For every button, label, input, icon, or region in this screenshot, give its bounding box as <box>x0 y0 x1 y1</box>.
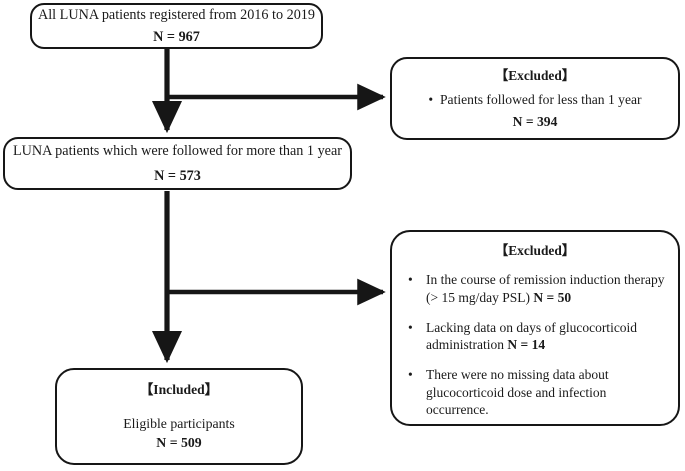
node-excluded-less-than-1-year: 【Excluded】 • Patients followed for less … <box>390 57 680 140</box>
included-text: Eligible participants <box>123 415 235 431</box>
bullet-icon: • <box>408 272 413 288</box>
list-item: • Lacking data on days of glucocorticoid… <box>404 319 666 354</box>
list-item: • There were no missing data about gluco… <box>404 366 666 418</box>
excluded-2-bullet-0-line1: In the course of remission induction the… <box>426 272 665 288</box>
bullet-icon: • <box>408 319 413 335</box>
bullet-icon: • <box>408 367 413 383</box>
excluded-1-bullet-text: Patients followed for less than 1 year <box>439 92 642 108</box>
included-count: N = 509 <box>156 434 202 450</box>
excluded-1-bullet: • Patients followed for less than 1 year <box>392 91 678 109</box>
followed-cohort-text: LUNA patients which were followed for mo… <box>13 143 342 160</box>
excluded-2-header: 【Excluded】 <box>494 243 576 258</box>
excluded-2-bullet-2-line1: There were no missing data about <box>426 367 609 383</box>
excluded-2-bullet-1-line2: administration <box>426 337 508 353</box>
bullet-icon: • <box>428 92 434 108</box>
excluded-2-bullet-1-line1: Lacking data on days of glucocorticoid <box>426 319 638 335</box>
followed-cohort-count: N = 573 <box>154 167 201 184</box>
node-included-participants: 【Included】 Eligible participants N = 509 <box>55 368 303 465</box>
excluded-2-bullet-0-line2: (> 15 mg/day PSL) <box>426 289 534 305</box>
excluded-2-bullet-1-count: N = 14 <box>507 337 546 353</box>
source-cohort-text: All LUNA patients registered from 2016 t… <box>37 7 315 24</box>
node-excluded-second-stage: 【Excluded】 • In the course of remission … <box>390 230 680 426</box>
excluded-2-bullet-2-line3: occurrence. <box>426 402 489 418</box>
source-cohort-count: N = 967 <box>153 28 200 45</box>
node-source-cohort: All LUNA patients registered from 2016 t… <box>30 3 323 49</box>
list-item: • In the course of remission induction t… <box>404 271 666 306</box>
excluded-1-header: 【Excluded】 <box>494 67 576 83</box>
excluded-2-bullet-0-count: N = 50 <box>533 289 572 305</box>
excluded-1-count: N = 394 <box>512 113 558 129</box>
excluded-2-bullet-2-line2: glucocorticoid dose and infection <box>426 384 607 400</box>
included-header: 【Included】 <box>139 382 219 398</box>
node-followed-more-than-1-year: LUNA patients which were followed for mo… <box>3 137 352 190</box>
excluded-2-bullet-list: • In the course of remission induction t… <box>392 271 678 418</box>
